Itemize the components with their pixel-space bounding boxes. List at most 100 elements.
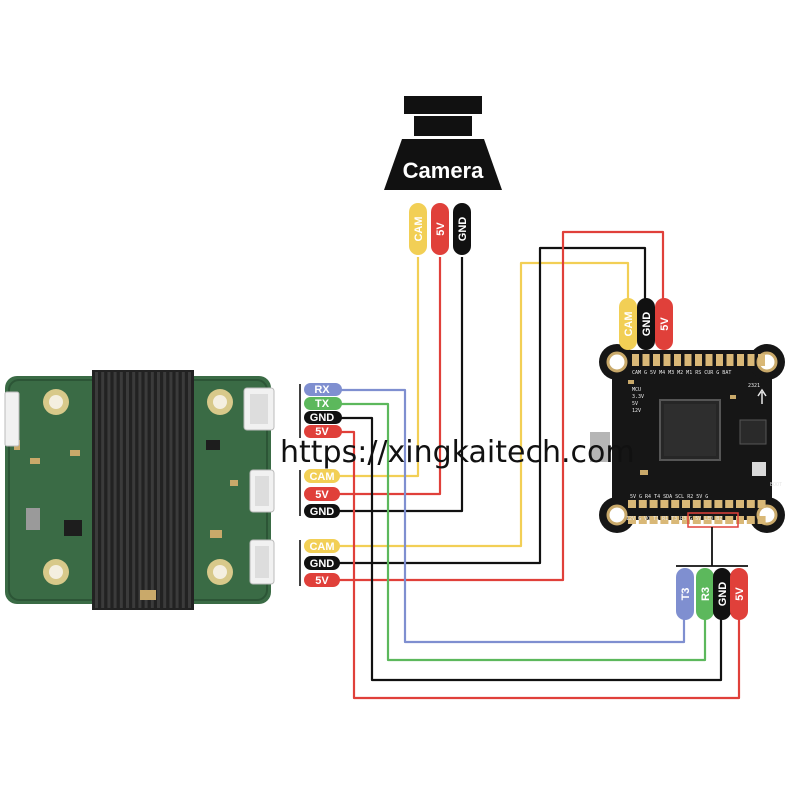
fc-solder-pad	[671, 516, 680, 524]
vtx-mounting-holes	[43, 389, 233, 585]
fc-solder-pad	[660, 500, 669, 508]
vtx-tag-5v-label: 5V	[315, 426, 329, 438]
heatsink-fin	[113, 372, 117, 608]
vtx-cam-tag-gnd-label: GND	[310, 506, 335, 518]
vtx-antenna-connector	[4, 391, 20, 447]
fc-solder-pad	[726, 354, 734, 366]
fc-solder-pad	[649, 500, 658, 508]
vtx-tag-rx-label: RX	[314, 384, 330, 396]
fc-solder-pad	[736, 516, 744, 524]
fc-silk-bottom-row-2: 12V G VO T1 R1 T3 R3 G 5V LED BZ	[626, 516, 722, 522]
camera-tag-gnd-label: GND	[457, 217, 469, 242]
camera-wire-tags: CAM 5V GND	[409, 203, 471, 255]
heatsink-fin	[144, 372, 148, 608]
fc-solder-pad	[703, 516, 712, 524]
heatsink-fin	[138, 372, 142, 608]
vtx-heatsink	[92, 370, 194, 610]
heatsink-fin	[95, 372, 98, 608]
fc-uart-tag-r3-label: R3	[700, 587, 712, 601]
heatsink-fin	[175, 372, 179, 608]
fc-silk-boot: BOOT	[770, 482, 782, 488]
fc-solder-pad	[660, 516, 669, 524]
fc-silk-5v: 5V	[632, 401, 638, 407]
camera-tag-gnd	[453, 203, 471, 255]
fc-silk-bottom-row-1: 5V G R4 T4 SDA SCL R2 5V G	[630, 494, 708, 500]
fc-solder-pad	[682, 500, 690, 508]
fc-usb-port	[590, 432, 610, 462]
heatsink-fin	[119, 372, 123, 608]
fc-solder-pad	[638, 500, 647, 508]
vtx-cam-tag-gnd	[304, 504, 340, 518]
vtx-tag-tx	[304, 397, 342, 410]
wire-5v-to-5v	[340, 430, 741, 700]
fc-silk-mcu: MCU	[632, 387, 641, 393]
wire-camera-gnd	[335, 257, 464, 513]
vtx-tag-gnd	[304, 411, 342, 424]
fc-solder-pad	[725, 516, 734, 524]
fc-silk-corner: 2321	[748, 383, 760, 389]
fc-boot-button	[752, 462, 766, 476]
vtx-cam-tag-cam	[304, 469, 340, 483]
wire-tx-to-r3	[340, 402, 707, 662]
wire-vtx-gnd-to-fc	[335, 246, 647, 565]
vtx-fc-tag-gnd-label: GND	[310, 558, 335, 570]
fc-solder-pad	[695, 354, 702, 366]
watermark-text: https://xingkaitech.com	[280, 435, 635, 470]
fc-solder-pad	[632, 354, 639, 366]
camera-tag-5v	[431, 203, 449, 255]
fc-solder-pad	[653, 354, 660, 366]
wire-vtx-5v-to-fc	[335, 230, 665, 582]
fc-solder-pad	[714, 500, 723, 508]
heatsink-fin	[150, 372, 154, 608]
fc-solder-pad	[757, 516, 766, 524]
vtx-tag-tx-label: TX	[315, 398, 330, 410]
fc-silk-3v3: 3.3V	[632, 394, 644, 400]
vtx-board	[4, 370, 275, 610]
fc-solder-pad	[716, 354, 723, 366]
fc-uart-tags: T3 R3 GND 5V	[676, 568, 748, 620]
fc-solder-pad	[649, 516, 658, 524]
heatsink-fins	[95, 372, 191, 608]
camera-tag-cam-label: CAM	[413, 216, 425, 241]
fc-video-tag-5v-label: 5V	[659, 317, 671, 331]
fc-solder-pad	[737, 354, 744, 366]
vtx-fc-tag-cam	[304, 539, 340, 553]
heatsink-fin	[107, 372, 111, 608]
wire-gnd-to-gnd	[340, 416, 723, 682]
fc-mounting-holes	[606, 351, 778, 526]
vtx-connectors	[4, 387, 275, 585]
fc-solder-pad	[642, 354, 650, 366]
fc-solder-pad	[705, 354, 713, 366]
wire-camera-5v	[335, 257, 442, 496]
vtx-fc-tag-cam-label: CAM	[309, 541, 334, 553]
heatsink-fin	[188, 372, 191, 608]
vtx-tag-gnd-label: GND	[310, 412, 335, 424]
fc-solder-pad	[682, 516, 690, 524]
fc-video-tag-gnd	[637, 298, 655, 350]
heatsink-fin	[163, 372, 167, 608]
vtx-fc-tag-5v	[304, 573, 340, 587]
heatsink-fin	[132, 372, 136, 608]
fc-solder-pad	[692, 500, 701, 508]
camera-label: Camera	[403, 158, 484, 183]
fc-solder-pad	[747, 354, 755, 366]
fc-uart-tag-t3-label: T3	[680, 588, 692, 601]
vtx-fc-tag-gnd	[304, 556, 340, 570]
fc-uart-tag-5v-label: 5V	[734, 587, 746, 601]
fc-solder-pad	[757, 500, 766, 508]
fc-video-tag-5v	[655, 298, 673, 350]
camera-tag-cam	[409, 203, 427, 255]
vtx-fc-tag-5v-label: 5V	[315, 575, 329, 587]
heatsink-fin	[157, 372, 160, 608]
fc-uart3-highlight	[687, 512, 739, 528]
vtx-fc-port-labels: CAM GND 5V	[304, 539, 340, 587]
fc-solder-pad	[628, 500, 636, 508]
wires	[335, 230, 741, 700]
fc-solder-pad	[684, 354, 692, 366]
fc-solder-pad	[638, 516, 647, 524]
wire-camera-cam	[335, 257, 420, 478]
fc-solder-pad	[714, 516, 723, 524]
fc-uart-tag-gnd-label: GND	[717, 582, 729, 607]
